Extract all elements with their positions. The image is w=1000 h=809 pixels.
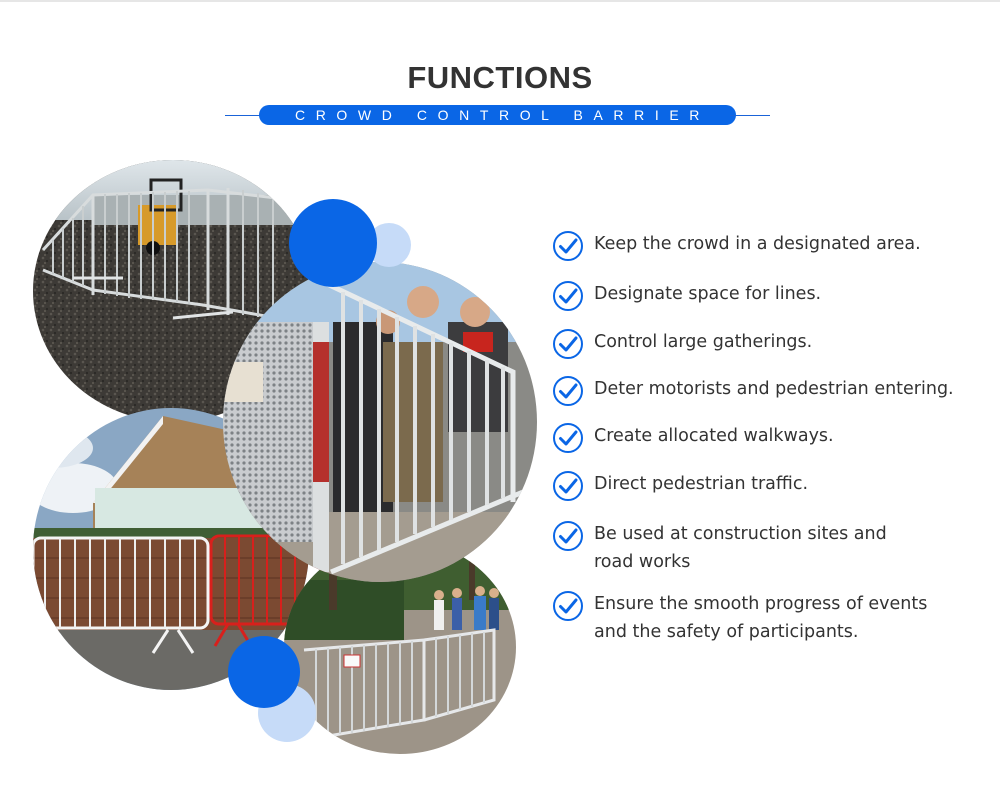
subtitle-banner: CROWD CONTROL BARRIER: [225, 105, 770, 125]
check-circle-icon: [553, 423, 583, 453]
feature-text: Designate space for lines.: [594, 284, 822, 304]
check-circle-icon: [553, 281, 583, 311]
subtitle-rule-left: [225, 115, 265, 116]
feature-item: Create allocated walkways.: [552, 422, 984, 454]
feature-text: Be used at construction sites and road w…: [594, 524, 887, 572]
feature-item: Deter motorists and pedestrian entering.: [552, 375, 984, 407]
feature-item: Designate space for lines.: [552, 280, 984, 312]
feature-text: Ensure the smooth progress of events and…: [594, 594, 928, 642]
feature-text: Direct pedestrian traffic.: [594, 474, 809, 494]
check-circle-icon: [553, 521, 583, 551]
check-circle-icon: [553, 329, 583, 359]
feature-item: Control large gatherings.: [552, 328, 984, 360]
decor-circle-dark-top: [289, 199, 377, 287]
page-title: FUNCTIONS: [407, 60, 593, 95]
top-divider: [0, 0, 1000, 2]
photo-barriers-crowd-queue: [223, 262, 537, 582]
subtitle-pill: CROWD CONTROL BARRIER: [259, 105, 736, 125]
feature-text: Create allocated walkways.: [594, 426, 834, 446]
check-circle-icon: [553, 591, 583, 621]
check-circle-icon: [553, 376, 583, 406]
subtitle-rule-right: [730, 115, 770, 116]
decor-circle-dark-bottom: [228, 636, 300, 708]
feature-item: Ensure the smooth progress of events and…: [552, 590, 964, 646]
feature-text: Control large gatherings.: [594, 332, 813, 352]
check-circle-icon: [553, 231, 583, 261]
photo-collage: [33, 160, 537, 754]
feature-text: Keep the crowd in a designated area.: [594, 234, 921, 254]
feature-item: Direct pedestrian traffic.: [552, 470, 984, 502]
feature-item: Be used at construction sites and road w…: [552, 520, 924, 576]
feature-item: Keep the crowd in a designated area.: [552, 230, 984, 262]
feature-text: Deter motorists and pedestrian entering.: [594, 379, 954, 399]
check-circle-icon: [553, 471, 583, 501]
